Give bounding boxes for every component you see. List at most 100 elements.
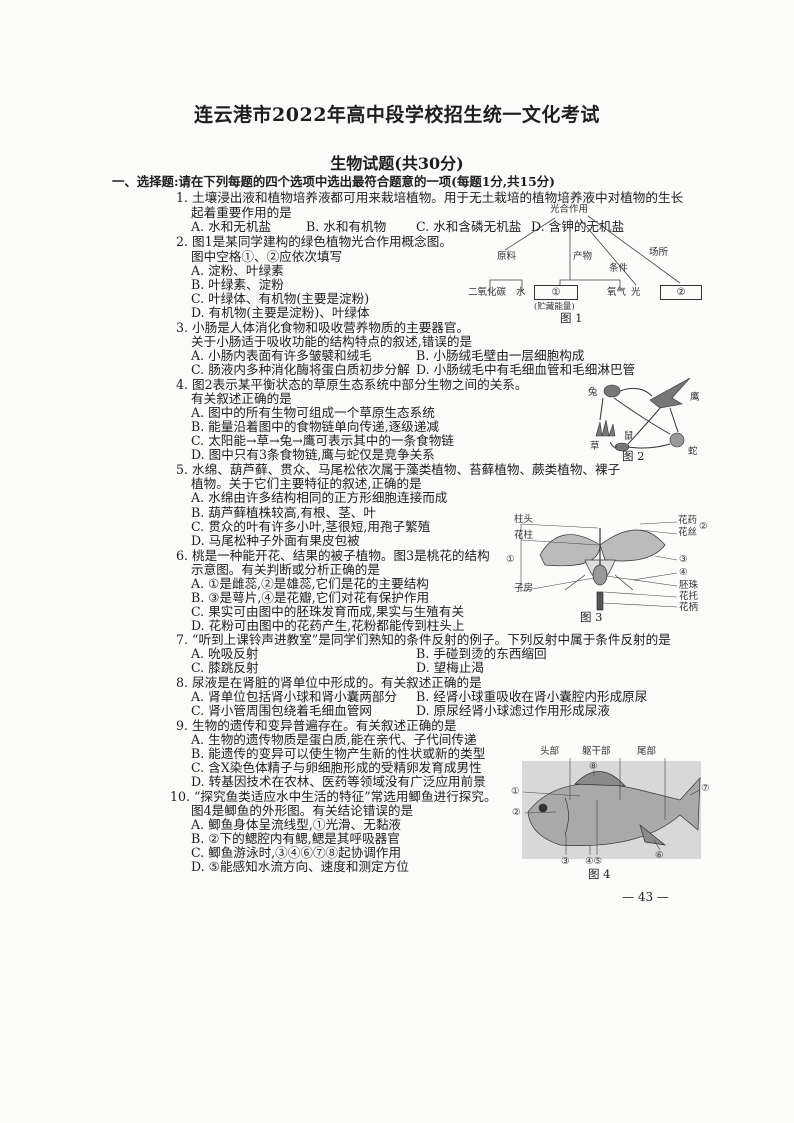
question-6-stem: 6. 桃是一种能开花、结果的被子植物。图3是桃花的结构 [176, 548, 490, 563]
fig1-leaf-oxygen: 氧气 [607, 287, 627, 298]
question-5-option-d: D. 马尾松种子外面有果皮包被 [191, 533, 360, 548]
question-4-option-c: C. 太阳能→草→兔→鹰可表示其中的一条食物链 [191, 433, 454, 448]
question-4-option-d: D. 图中只有3条食物链,鹰与蛇仅是竞争关系 [191, 447, 435, 462]
question-5-stem: 5. 水绵、葫芦藓、贯众、马尾松依次属于藻类植物、苔藓植物、蕨类植物、裸子 [176, 462, 621, 477]
question-8-option-b: B. 经肾小球重吸收在肾小囊腔内形成原尿 [416, 689, 648, 704]
exam-title: 连云港市2022年高中段学校招生统一文化考试 [194, 104, 600, 126]
question-10-option-b: B. ②下的鳃腔内有鳃,鳃是其呼吸器官 [191, 831, 400, 846]
question-5-stem-cont: 植物。关于它们主要特征的叙述,正确的是 [191, 476, 422, 491]
fig4-trunk-label: 躯干部 [582, 746, 611, 757]
question-8-stem: 8. 尿液是在肾脏的肾单位中形成的。有关叙述正确的是 [176, 675, 482, 690]
fig1-leaf-co2: 二氧化碳 [468, 287, 507, 298]
fig3-ovule-label: 胚珠 [679, 580, 699, 591]
question-6-option-b: B. ③是萼片,④是花瓣,它们对花有保护作用 [191, 590, 430, 605]
question-3-stem-cont: 关于小肠适于吸收功能的结构特点的叙述,错误的是 [191, 334, 473, 349]
question-1-stem: 1. 土壤浸出液和植物培养液都可用来栽培植物。用于无土栽培的植物培养液中对植物的… [176, 190, 684, 205]
question-9-option-d: D. 转基因技术在农林、医药等领域没有广泛应用前景 [191, 774, 486, 789]
question-9-option-a: A. 生物的遗传物质是蛋白质,能在亲代、子代间传递 [191, 732, 477, 747]
fig4-marker-4-5: ④⑤ [585, 856, 603, 867]
question-2-option-a: A. 淀粉、叶绿素 [191, 263, 284, 278]
fig3-receptacle-label: 花托 [679, 591, 699, 602]
fig1-root: 光合作用 [550, 204, 589, 215]
fig4-marker-7: ⑦ [701, 783, 710, 794]
fig2-grass-label: 草 [590, 441, 600, 452]
fig2-rabbit-label: 兔 [588, 387, 598, 398]
question-7-option-a: A. 吮吸反射 [191, 646, 259, 661]
fig2-snake-label: 蛇 [688, 446, 698, 457]
fig4-marker-3: ③ [561, 856, 570, 867]
page-number: — 43 — [622, 890, 669, 904]
fig3-filament-label: 花丝 [678, 527, 698, 538]
question-6-option-a: A. ①是雌蕊,②是雄蕊,它们是花的主要结构 [191, 576, 429, 591]
fig1-blank-2: ② [660, 285, 702, 300]
section-heading: 一、选择题:请在下列每题的四个选项中选出最符合题意的一项(每题1分,共15分) [112, 174, 555, 189]
question-3-option-c: C. 肠液内多种消化酶将蛋白质初步分解 [191, 362, 410, 377]
question-5-option-c: C. 贯众的叶有许多小叶,茎很短,用孢子繁殖 [191, 519, 431, 534]
question-6-stem-cont: 示意图。有关判断或分析正确的是 [191, 562, 380, 577]
question-3-stem: 3. 小肠是人体消化食物和吸收营养物质的主要器官。 [176, 320, 470, 335]
question-5-option-a: A. 水绵由许多结构相同的正方形细胞连接而成 [191, 490, 448, 505]
fig2-caption: 图 2 [622, 449, 645, 463]
fig3-style-label: 花柱 [514, 530, 534, 541]
fig1-branch-products: 产物 [573, 251, 593, 262]
question-7-option-c: C. 膝跳反射 [191, 660, 259, 675]
fig3-stigma-label: 柱头 [514, 514, 534, 525]
question-4-stem: 4. 图2表示某平衡状态的草原生态系统中部分生物之间的关系。 [176, 377, 528, 392]
question-1-option-a: A. 水和无机盐 [191, 219, 272, 234]
question-4-option-b: B. 能量沿着图中的食物链单向传递,逐级递减 [191, 419, 439, 434]
fig3-anther-label: 花药 [678, 515, 698, 526]
question-5-option-b: B. 葫芦藓植株较高,有根、茎、叶 [191, 505, 376, 520]
fig1-branch-conditions: 条件 [609, 263, 629, 274]
question-10-option-c: C. 鲫鱼游泳时,③④⑥⑦⑧起协调作用 [191, 845, 402, 860]
fig4-marker-1: ① [511, 786, 520, 797]
fig4-tail-label: 尾部 [637, 746, 657, 757]
question-1-option-b: B. 水和有机物 [306, 219, 387, 234]
question-7-stem: 7. “听到上课铃声进教室”是同学们熟知的条件反射的例子。下列反射中属于条件反射… [176, 632, 671, 647]
question-9-option-b: B. 能遗传的变异可以使生物产生新的性状或新的类型 [191, 746, 486, 761]
fig1-caption: 图 1 [560, 311, 583, 325]
question-10-option-a: A. 鲫鱼身体呈流线型,①光滑、无黏液 [191, 817, 402, 832]
question-4-option-a: A. 图中的所有生物可组成一个草原生态系统 [191, 405, 435, 420]
fig3-marker-2: ② [699, 521, 708, 532]
question-4-stem-cont: 有关叙述正确的是 [191, 391, 292, 406]
fig1-leaf-light: 光 [631, 287, 641, 298]
question-2-option-d: D. 有机物(主要是淀粉)、叶绿体 [191, 305, 370, 320]
question-6-option-d: D. 花粉可由图中的花药产生,花粉都能传到柱头上 [191, 618, 465, 633]
paper-subtitle: 生物试题(共30分) [330, 154, 464, 173]
question-8-option-a: A. 肾单位包括肾小球和肾小囊两部分 [191, 689, 398, 704]
question-10-option-d: D. ⑤能感知水流方向、速度和测定方位 [191, 859, 409, 874]
question-2-stem-cont: 图中空格①、②应依次填写 [191, 249, 343, 264]
question-3-option-a: A. 小肠内表面有许多皱襞和绒毛 [191, 348, 372, 363]
question-3-option-b: B. 小肠绒毛壁由一层细胞构成 [416, 348, 585, 363]
fig1-blank-1: ① [534, 285, 578, 300]
fig1-leaf-water: 水 [516, 287, 526, 298]
fig4-head-label: 头部 [540, 746, 560, 757]
question-2-option-b: B. 叶绿素、淀粉 [191, 277, 284, 292]
fig1-branch-materials: 原料 [497, 251, 517, 262]
fig4-marker-8: ⑧ [589, 761, 598, 772]
question-9-option-c: C. 含X染色体精子与卵细胞形成的受精卵发育成男性 [191, 760, 482, 775]
question-9-stem: 9. 生物的遗传和变异普遍存在。有关叙述正确的是 [176, 718, 457, 733]
fig3-marker-1: ① [506, 554, 515, 565]
fig1-branch-location: 场所 [649, 247, 669, 258]
question-1-option-c: C. 水和含磷无机盐 [416, 219, 522, 234]
question-10-stem: 10. “探究鱼类适应水中生活的特征”常选用鲫鱼进行探究。 [170, 789, 497, 804]
fig3-marker-3: ③ [679, 554, 688, 565]
fig4-marker-2: ② [512, 807, 521, 818]
question-1-stem-cont: 起着重要作用的是 [191, 205, 292, 220]
question-2-option-c: C. 叶绿体、有机物(主要是淀粉) [191, 291, 370, 306]
fig2-mouse-label: 鼠 [624, 431, 634, 442]
question-10-stem-cont: 图4是鲫鱼的外形图。有关结论错误的是 [191, 803, 414, 818]
question-7-option-b: B. 手碰到烫的东西缩回 [416, 646, 547, 661]
question-8-option-d: D. 原尿经肾小球滤过作用形成尿液 [416, 703, 610, 718]
question-1-option-d: D. 含钾的无机盐 [531, 219, 625, 234]
question-7-option-d: D. 望梅止渴 [416, 660, 485, 675]
question-2-stem: 2. 图1是某同学建构的绿色植物光合作用概念图。 [176, 234, 452, 249]
question-3-option-d: D. 小肠绒毛中有毛细血管和毛细淋巴管 [416, 362, 636, 377]
fig4-marker-6: ⑥ [655, 850, 664, 861]
fig3-ovary-label: 子房 [514, 583, 534, 594]
fig2-eagle-label: 鹰 [690, 392, 700, 403]
fig3-caption: 图 3 [580, 610, 603, 624]
question-6-option-c: C. 果实可由图中的胚珠发育而成,果实与生殖有关 [191, 604, 465, 619]
fig4-caption: 图 4 [588, 867, 611, 881]
